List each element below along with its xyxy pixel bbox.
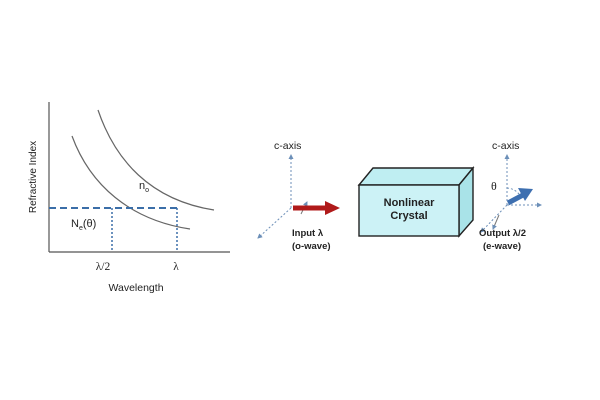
y-axis-label: Refractive Index bbox=[28, 141, 39, 213]
x-axis-label: Wavelength bbox=[108, 282, 163, 294]
curve-n-o bbox=[97, 109, 215, 211]
input-diag-axis bbox=[257, 207, 292, 239]
theta-arc bbox=[506, 187, 520, 195]
output-caption-2: (e-wave) bbox=[483, 241, 521, 252]
curve-n-e-theta bbox=[71, 135, 191, 230]
theta-label: θ bbox=[491, 179, 497, 193]
input-c-axis-label: c-axis bbox=[274, 140, 301, 152]
input-axes: c-axis Input λ (o-wave) bbox=[257, 140, 340, 252]
dispersion-graph: Refractive Index Wavelength no Ne(θ) λ/2… bbox=[28, 102, 230, 294]
tick-half-lambda: λ/2 bbox=[96, 261, 111, 273]
curve-n-o-label: no bbox=[139, 180, 149, 194]
input-caption-1: Input λ bbox=[292, 228, 324, 239]
output-caption-1: Output λ/2 bbox=[479, 228, 526, 239]
curve-n-e-label: Ne(θ) bbox=[71, 218, 96, 232]
output-axes: c-axis θ Output λ/2 (e-wave) bbox=[479, 140, 542, 252]
nonlinear-crystal: Nonlinear Crystal bbox=[357, 166, 475, 238]
input-beam-arrow bbox=[325, 201, 340, 215]
crystal-front-face bbox=[358, 184, 460, 237]
output-beam-arrow bbox=[518, 188, 533, 201]
tick-lambda: λ bbox=[173, 261, 179, 273]
crystal-label-1: Nonlinear bbox=[384, 197, 435, 209]
output-c-axis-label: c-axis bbox=[492, 140, 519, 152]
output-small-vector bbox=[492, 214, 500, 230]
crystal-top-face bbox=[357, 167, 475, 186]
crystal-label-2: Crystal bbox=[390, 210, 427, 222]
output-beam-shaft bbox=[506, 192, 525, 206]
input-caption-2: (o-wave) bbox=[292, 241, 331, 252]
